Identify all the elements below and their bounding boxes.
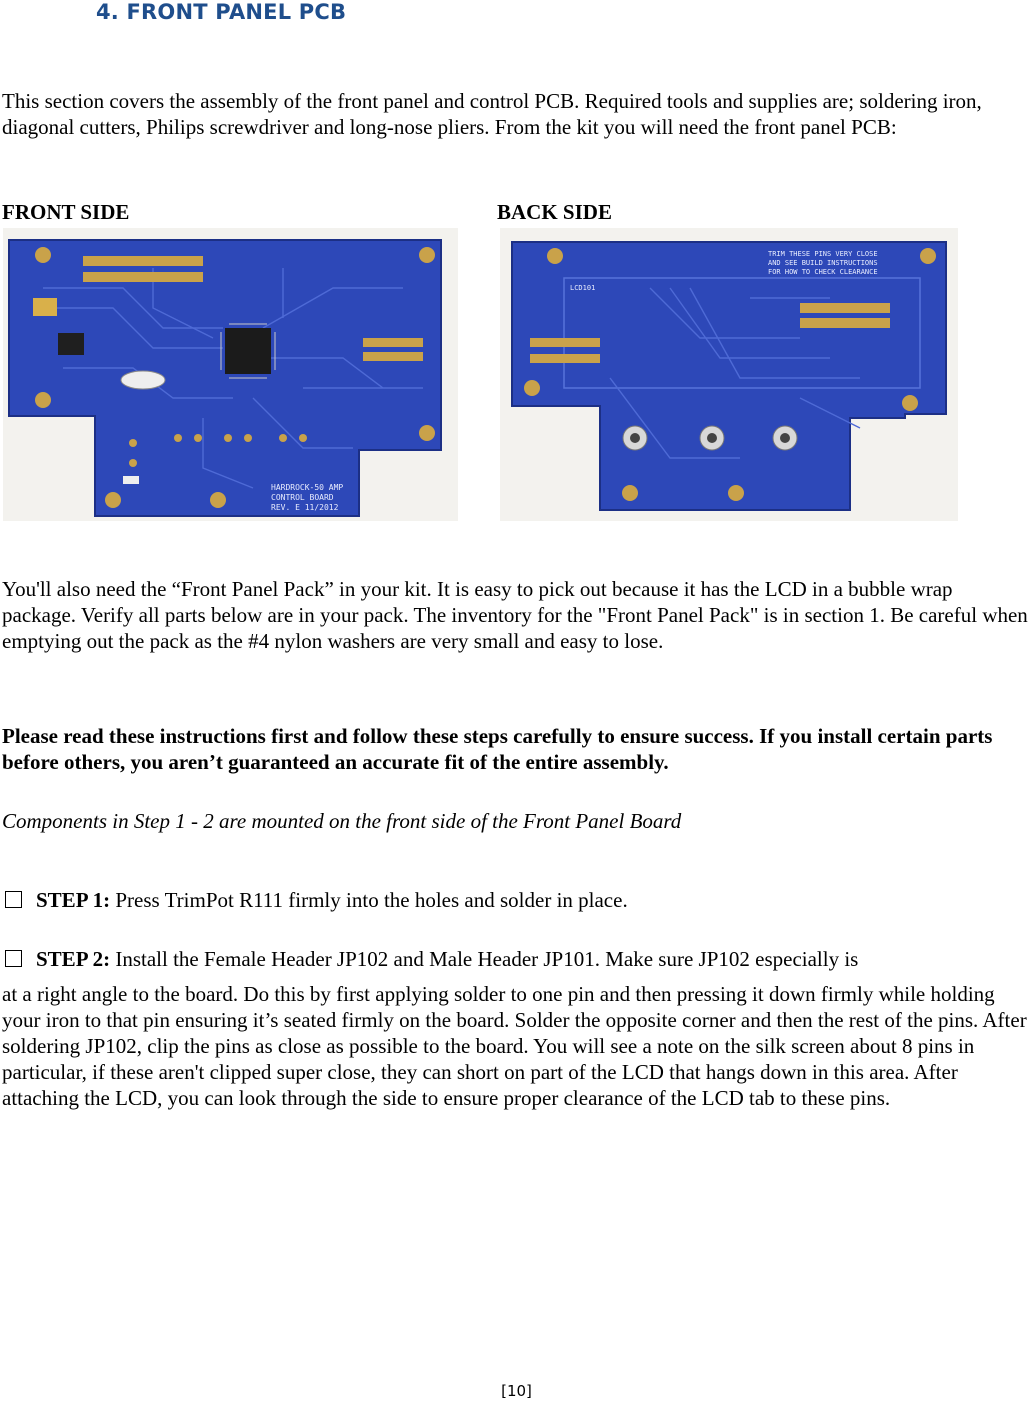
intro-paragraph: This section covers the assembly of the …: [2, 89, 982, 139]
mounting-note: Components in Step 1 - 2 are mounted on …: [2, 809, 682, 833]
section-heading: 4. FRONT PANEL PCB: [96, 0, 347, 24]
front-silk-text-3: REV. E 11/2012: [271, 503, 339, 512]
front-panel-pack-paragraph: You'll also need the “Front Panel Pack” …: [2, 577, 1028, 653]
step-2-label: STEP 2:: [36, 947, 111, 971]
back-side-label: BACK SIDE: [497, 200, 612, 224]
front-silk-text-1: HARDROCK-50 AMP: [271, 483, 343, 492]
back-silk-text-2: AND SEE BUILD INSTRUCTIONS: [768, 259, 878, 267]
step-2-continuation: at a right angle to the board. Do this b…: [2, 982, 1027, 1110]
step-1-checkbox[interactable]: [5, 891, 22, 908]
step-2-checkbox[interactable]: [5, 950, 22, 967]
front-pcb-photo: HARDROCK-50 AMP CONTROL BOARD REV. E 11/…: [3, 228, 458, 521]
back-silk-text-3: FOR HOW TO CHECK CLEARANCE: [768, 268, 878, 276]
back-silk-text-4: LCD101: [570, 284, 595, 292]
step-2: STEP 2: Install the Female Header JP102 …: [2, 946, 1030, 972]
back-pcb-photo: TRIM THESE PINS VERY CLOSE AND SEE BUILD…: [500, 228, 958, 521]
step-2-text: Install the Female Header JP102 and Male…: [110, 947, 859, 971]
page-number: [10]: [501, 1382, 532, 1400]
step-1-text: Press TrimPot R111 firmly into the holes…: [110, 888, 628, 912]
step-1: STEP 1: Press TrimPot R111 firmly into t…: [2, 887, 1030, 913]
front-silk-text-2: CONTROL BOARD: [271, 493, 334, 502]
front-side-label: FRONT SIDE: [2, 200, 130, 224]
step-1-label: STEP 1:: [36, 888, 111, 912]
back-silk-text-1: TRIM THESE PINS VERY CLOSE: [768, 250, 878, 258]
warning-paragraph: Please read these instructions first and…: [2, 724, 993, 774]
